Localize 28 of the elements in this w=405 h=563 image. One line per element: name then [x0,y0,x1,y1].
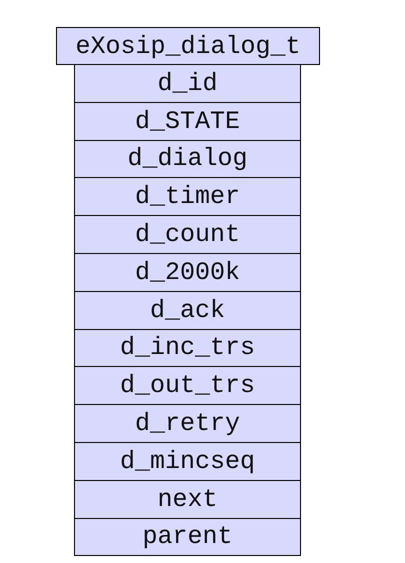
field-box [74,102,301,141]
field-name: d_count [134,222,240,248]
field-box [74,404,301,443]
struct-header-box [56,27,320,65]
field-box [74,366,301,406]
field-name: d_STATE [134,108,240,134]
field-box [74,64,301,103]
field-name: d_ack [150,298,225,323]
field-box [74,140,301,178]
field-box [74,328,301,368]
field-box [74,518,301,556]
field-name: d_timer [134,184,240,210]
field-box [74,253,301,292]
field-name: d_2000k [134,260,240,285]
field-name: d_id [157,70,218,96]
field-name: next [157,486,218,512]
field-box [74,290,301,330]
field-box [74,480,301,519]
field-name: parent [142,524,232,550]
field-box [74,177,301,216]
field-name: d_out_trs [120,373,256,398]
field-box [74,442,301,481]
field-name: eXosip_dialog_t [75,34,301,58]
field-name: d_mincseq [120,448,256,474]
field-name: d_inc_trs [120,335,256,360]
field-box [74,215,301,254]
field-name: d_retry [134,411,240,436]
field-name: d_dialog [127,146,248,172]
